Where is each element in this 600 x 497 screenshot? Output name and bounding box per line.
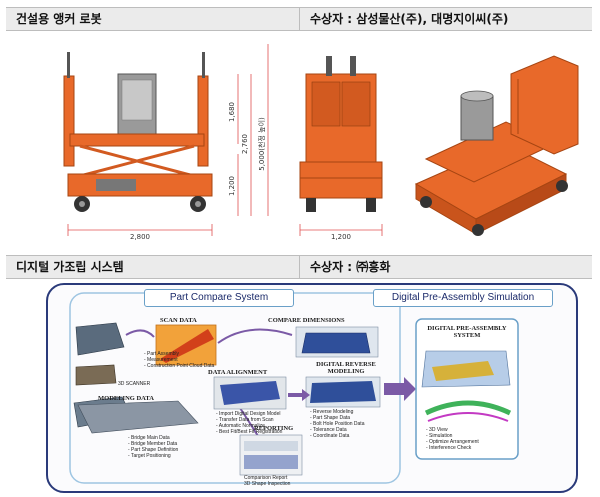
reverse-title: DIGITAL REVERSE MODELING bbox=[316, 361, 376, 375]
dim-height-1: 1,680 bbox=[228, 102, 236, 122]
part-compare-header: Part Compare System bbox=[144, 289, 294, 307]
alignment-title: DATA ALIGNMENT bbox=[208, 369, 268, 376]
robot-drawings: 2,800 1,680 2,760 5,000(천정 높이) 1,200 1,2… bbox=[6, 34, 592, 254]
reporting-items: Comparison Report 3D Shape Inspection bbox=[244, 475, 291, 487]
alignment-items: - Import Digital Design Model - Transfer… bbox=[216, 411, 283, 435]
diagram-shapes bbox=[69, 292, 519, 484]
robot-iso-view bbox=[414, 55, 579, 236]
reporting-title: REPORTING bbox=[254, 425, 294, 432]
robot-drawing-svg: 2,800 1,680 2,760 5,000(천정 높이) 1,200 1,2… bbox=[63, 44, 579, 241]
dim-width: 2,800 bbox=[130, 233, 150, 241]
assembly-diagram: Part Compare System Digital Pre-Assembly… bbox=[46, 283, 578, 493]
modeling-items: - Bridge Main Data - Bridge Member Data … bbox=[128, 435, 179, 459]
robot-title: 건설용 앵커 로봇 bbox=[16, 12, 102, 26]
robot-front-view: 1,200 bbox=[299, 56, 383, 241]
header-divider bbox=[299, 8, 300, 30]
reverse-items: - Reverse Modeling - Part Shape Data - B… bbox=[310, 409, 365, 439]
header-robot: 건설용 앵커 로봇 수상자 : 삼성물산(주), 대명지이씨(주) bbox=[6, 7, 592, 31]
dim-base-height: 1,200 bbox=[228, 176, 236, 196]
header-divider bbox=[299, 256, 300, 278]
scan-title: SCAN DATA bbox=[160, 317, 197, 324]
dim-height-3: 5,000(천정 높이) bbox=[257, 117, 266, 171]
assembly-title: 디지털 가조립 시스템 bbox=[16, 260, 124, 274]
modeling-title: MODELING DATA bbox=[98, 395, 154, 402]
robot-award: 수상자 : 삼성물산(주), 대명지이씨(주) bbox=[310, 12, 509, 26]
preassembly-items: - 3D View - Simulation - Optimize Arrang… bbox=[426, 427, 479, 451]
compare-title: COMPARE DIMENSIONS bbox=[268, 317, 345, 324]
scan-items: - Part Assembly - Measurement - Construc… bbox=[144, 351, 215, 369]
robot-side-view: 2,800 1,680 2,760 5,000(천정 높이) 1,200 bbox=[63, 44, 269, 241]
preassembly-title: DIGITAL PRE-ASSEMBLY SYSTEM bbox=[427, 325, 507, 339]
assembly-award: 수상자 : ㈜흥화 bbox=[310, 260, 391, 274]
header-assembly: 디지털 가조립 시스템 수상자 : ㈜흥화 bbox=[6, 255, 592, 279]
dim-depth: 1,200 bbox=[331, 233, 351, 241]
scanner-label: 3D SCANNER bbox=[118, 381, 151, 387]
preassembly-header: Digital Pre-Assembly Simulation bbox=[373, 289, 553, 307]
dim-height-2: 2,760 bbox=[241, 134, 249, 154]
